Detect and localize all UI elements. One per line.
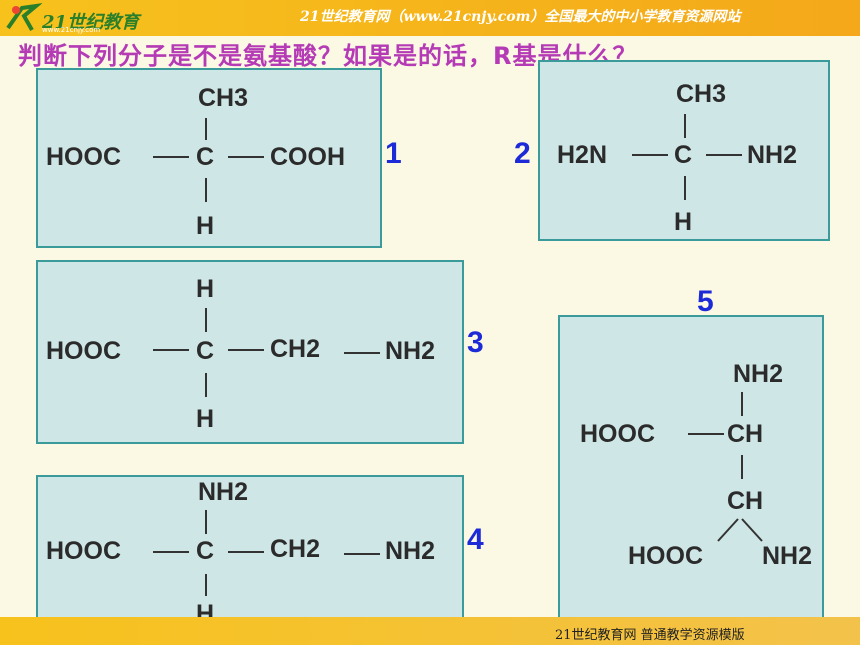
- m5-bond-left: [688, 433, 724, 435]
- m2-bottom: H: [674, 208, 693, 236]
- m5-left: HOOC: [580, 420, 655, 448]
- m1-bond-top: [205, 118, 207, 140]
- m1-bond-right: [228, 156, 264, 158]
- m3-center: C: [196, 337, 215, 365]
- m1-right: COOH: [270, 143, 345, 171]
- m4-top: NH2: [198, 478, 249, 506]
- m3-right: CH2: [270, 335, 321, 363]
- m5-lower: CH: [727, 487, 764, 515]
- m4-right: CH2: [270, 535, 321, 563]
- m1-left: HOOC: [46, 143, 121, 171]
- m5-branch-bonds: [717, 518, 763, 542]
- m2-left: H2N: [557, 141, 608, 169]
- m5-bottom-left: HOOC: [628, 542, 703, 570]
- m3-top: H: [196, 275, 215, 303]
- m5-bottom-right: NH2: [762, 542, 813, 570]
- site-banner-text: 21世纪教育网（www.21cnjy.com）全国最大的中小学教育资源网站: [300, 9, 741, 25]
- footer-text: 21世纪教育网 普通教学资源模版: [555, 628, 745, 643]
- m3-bond-right: [228, 349, 264, 351]
- m2-right: NH2: [747, 141, 798, 169]
- m4-bond-right2: [344, 553, 380, 555]
- m2-top: CH3: [676, 80, 727, 108]
- logo-text: 21世纪教育: [42, 12, 140, 33]
- m4-right2: NH2: [385, 537, 436, 565]
- m4-center: C: [196, 537, 215, 565]
- footer-bar: 21世纪教育网 普通教学资源模版: [0, 617, 860, 645]
- m2-center: C: [674, 141, 693, 169]
- m2-bond-left: [632, 154, 668, 156]
- m5-bond-top: [741, 392, 743, 416]
- m2-bond-bottom: [684, 176, 686, 200]
- molecule-3-number: 3: [467, 326, 484, 359]
- question-title: 判断下列分子是不是氨基酸？如果是的话，R基是什么？: [18, 42, 638, 70]
- molecule-1-number: 1: [385, 137, 402, 170]
- molecule-1-box: [36, 68, 382, 248]
- site-logo: 21世纪教育 www.21cnjy.com: [2, 2, 152, 34]
- m1-top: CH3: [198, 84, 249, 112]
- m3-bottom: H: [196, 405, 215, 433]
- m3-bond-bottom: [205, 373, 207, 397]
- m1-bottom: H: [196, 212, 215, 240]
- m3-left: HOOC: [46, 337, 121, 365]
- m2-bond-top: [684, 114, 686, 138]
- m4-bond-left: [153, 551, 189, 553]
- m5-top: NH2: [733, 360, 784, 388]
- m3-bond-left: [153, 349, 189, 351]
- header-bar: 21世纪教育 www.21cnjy.com 21世纪教育网（www.21cnjy…: [0, 0, 860, 36]
- runner-icon: [6, 3, 43, 31]
- molecule-5-box: [558, 315, 824, 620]
- m1-bond-left: [153, 156, 189, 158]
- m5-bond-mid: [741, 455, 743, 479]
- m4-bond-right: [228, 551, 264, 553]
- molecule-3-box: [36, 260, 464, 444]
- m3-bond-top: [205, 308, 207, 332]
- molecule-5-number: 5: [697, 285, 714, 318]
- m4-left: HOOC: [46, 537, 121, 565]
- m1-center: C: [196, 143, 215, 171]
- m2-bond-right: [706, 154, 742, 156]
- logo-url: www.21cnjy.com: [42, 26, 101, 34]
- molecule-2-number: 2: [514, 137, 531, 170]
- m1-bond-bottom: [205, 178, 207, 202]
- m3-right2: NH2: [385, 337, 436, 365]
- m4-bond-bottom: [205, 574, 207, 596]
- m3-bond-right2: [344, 352, 380, 354]
- molecule-4-number: 4: [467, 523, 484, 556]
- m4-bond-top: [205, 510, 207, 534]
- m5-center: CH: [727, 420, 764, 448]
- molecule-2-box: [538, 60, 830, 241]
